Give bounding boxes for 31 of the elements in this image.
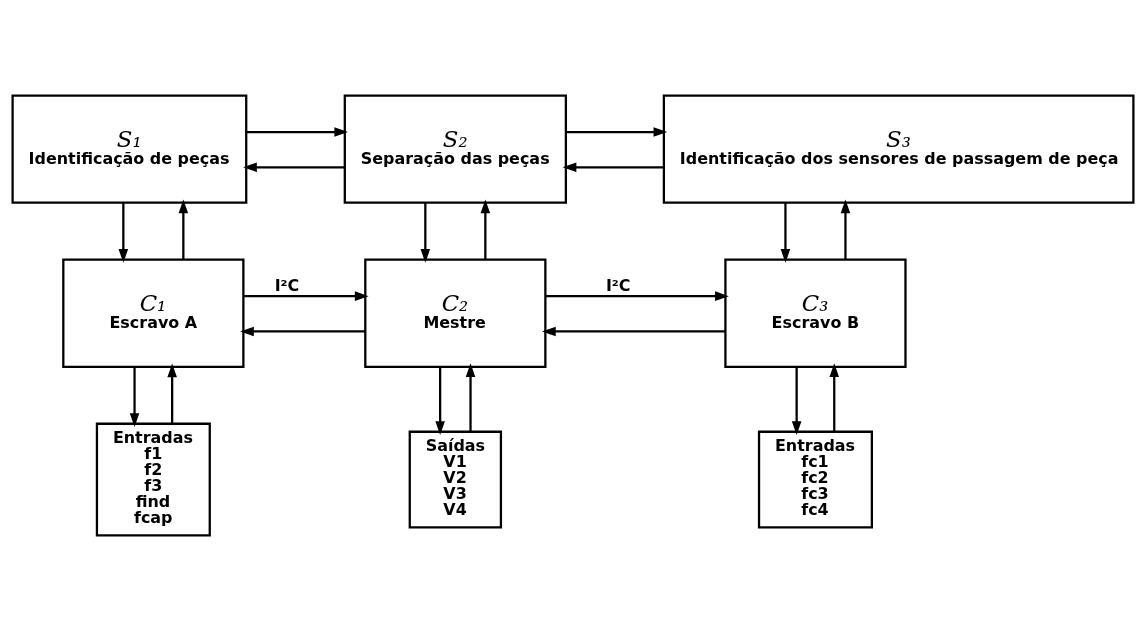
arrow [243,162,345,172]
node-box: C₂ Mestre [364,258,547,368]
arrow [246,126,349,137]
node-box: S₂ Separação das peças [343,93,567,204]
arrow [240,326,366,336]
arrow [178,199,189,259]
arrow [167,363,177,424]
arrow [480,199,491,259]
arrow [435,366,445,435]
arrow [840,199,851,259]
arrow [542,326,726,336]
edge-label: I²C [274,275,300,295]
node-box: C₁ Escravo A [62,258,245,368]
node-box: C₃ Escravo B [724,258,907,368]
arrow [118,202,129,263]
arrow [566,126,668,137]
arrow [780,202,791,263]
arrow [465,362,476,431]
node-box: S₁ Identificação de peças [11,93,248,204]
arrow [791,366,802,435]
arrow [562,162,664,172]
node-box: S₃ Identificação dos sensores de passagem de peça [662,93,1135,204]
arrow [829,362,840,431]
arrow [545,290,729,301]
edge-label: I²C [605,275,631,295]
node-box: Entradas f1 f2 f3 find fcap [95,422,211,537]
node-box: Saídas V1 V2 V3 V4 [408,430,503,529]
arrow [420,202,431,263]
node-box: Entradas fc1 fc2 fc3 fc4 [757,430,873,529]
arrow [129,366,140,427]
arrow [243,290,369,301]
